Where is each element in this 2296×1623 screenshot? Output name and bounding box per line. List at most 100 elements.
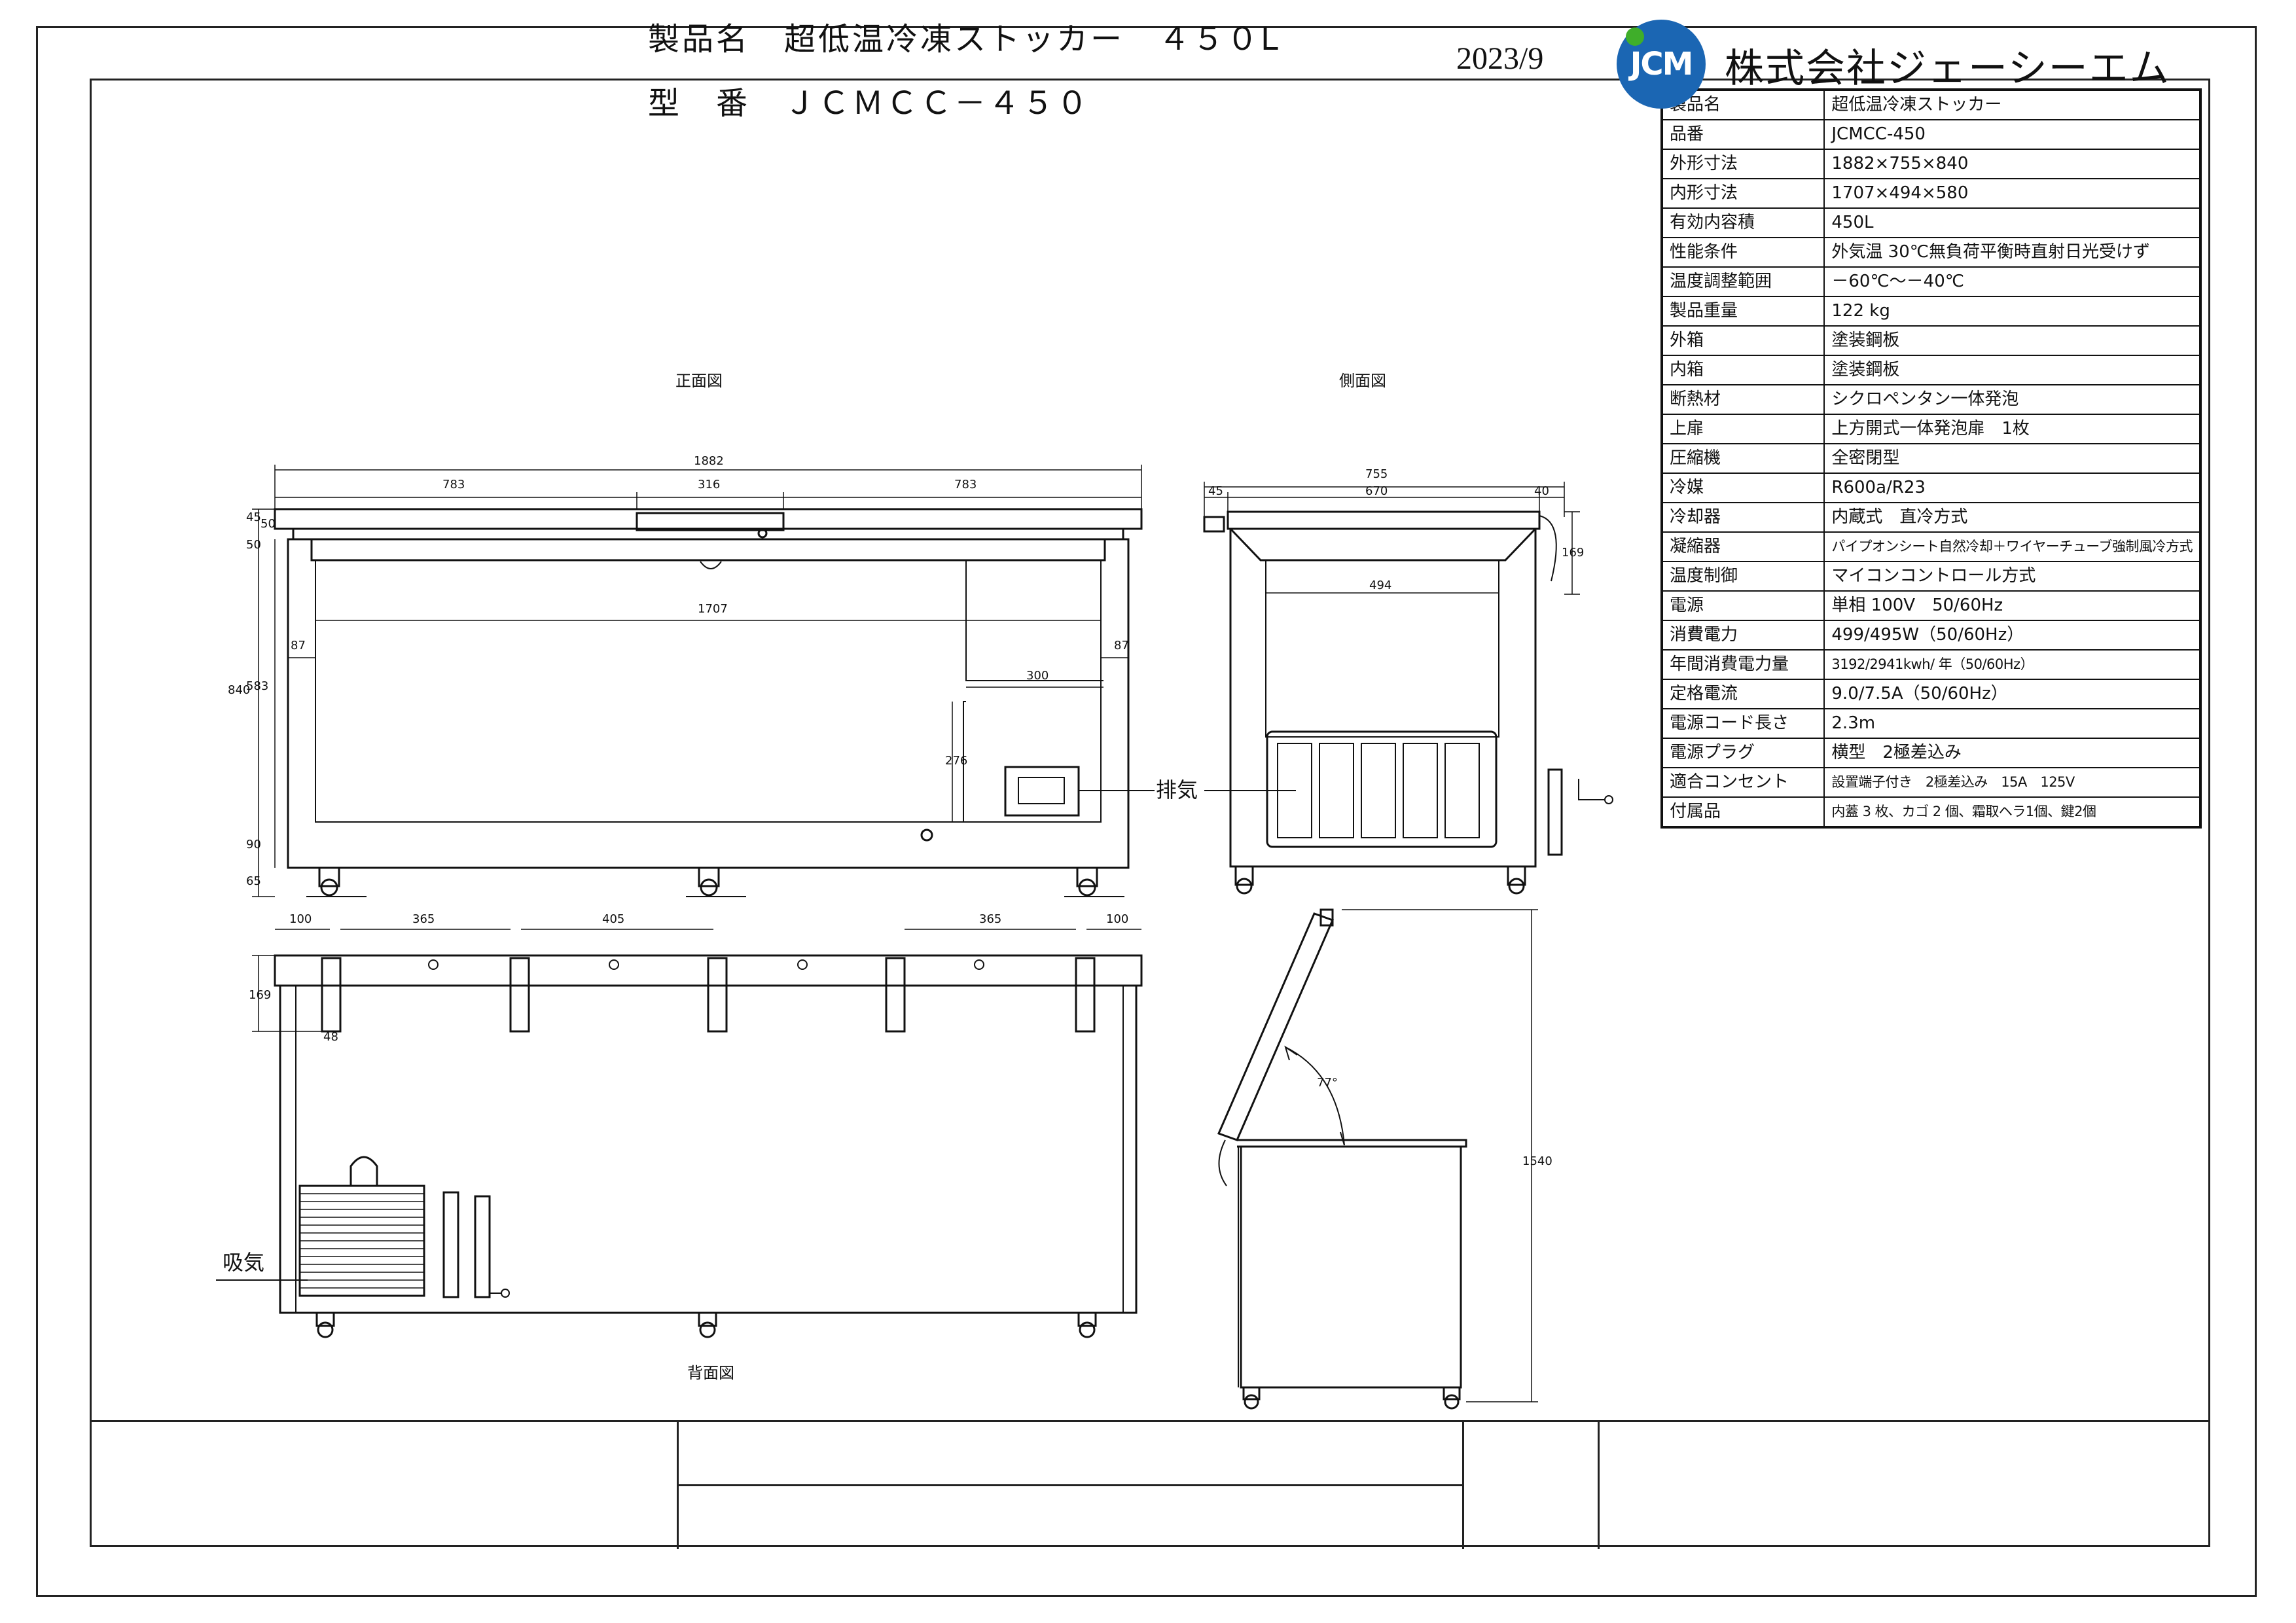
spec-key: 外箱 bbox=[1660, 325, 1825, 356]
dim-side-left: 45 bbox=[1208, 484, 1223, 498]
spec-key: 冷媒 bbox=[1660, 473, 1825, 503]
view-label-back: 背面図 bbox=[687, 1364, 734, 1382]
spec-value: 2.3m bbox=[1823, 708, 2201, 739]
spec-key: 適合コンセント bbox=[1660, 767, 1825, 798]
spec-key: 定格電流 bbox=[1660, 679, 1825, 709]
spec-row: 凝縮器パイプオンシート自然冷却＋ワイヤーチューブ強制風冷方式 bbox=[1660, 531, 2201, 562]
dim-front-left: 783 bbox=[442, 478, 465, 491]
spec-key: 上扉 bbox=[1660, 414, 1825, 444]
spec-key: 有効内容積 bbox=[1660, 207, 1825, 238]
company-logo: JCM bbox=[1617, 20, 1706, 109]
dim-front-top-c: 50 bbox=[260, 517, 276, 531]
title-block bbox=[90, 1420, 2210, 1549]
dim-front-mid: 316 bbox=[698, 478, 720, 491]
dim-side-hinge: 169 bbox=[1562, 546, 1584, 560]
spec-value: 3192/2941kwh/ 年（50/60Hz） bbox=[1823, 649, 2201, 680]
spec-value: JCMCC-450 bbox=[1823, 119, 2201, 150]
dim-back-d: 365 bbox=[979, 912, 1001, 926]
spec-value: 450L bbox=[1823, 207, 2201, 238]
dim-back-b: 365 bbox=[412, 912, 435, 926]
dim-side-mid: 670 bbox=[1365, 484, 1388, 498]
spec-row: 上扉上方開式一体発泡扉 1枚 bbox=[1660, 414, 2201, 444]
dim-front-height: 840 bbox=[228, 683, 250, 697]
spec-key: 電源コード長さ bbox=[1660, 708, 1825, 739]
logo-dot-icon bbox=[1626, 27, 1644, 46]
spec-key: 温度調整範囲 bbox=[1660, 266, 1825, 297]
spec-key: 内形寸法 bbox=[1660, 178, 1825, 209]
spec-key: 凝縮器 bbox=[1660, 531, 1825, 562]
spec-value: 122 kg bbox=[1823, 296, 2201, 327]
spec-value: 塗装鋼板 bbox=[1823, 325, 2201, 356]
front-casters bbox=[306, 866, 1124, 897]
drawing-labels: 正面図 側面図 背面図 排気 吸気 1882 783 316 783 1707 … bbox=[223, 372, 1584, 1382]
title-block-divider bbox=[1462, 1422, 1464, 1549]
dim-back-c: 405 bbox=[602, 912, 624, 926]
back-condenser-fins bbox=[300, 1193, 424, 1289]
spec-row: 外箱塗装鋼板 bbox=[1660, 325, 2201, 356]
dim-front-top-b: 50 bbox=[246, 538, 261, 552]
spec-value: 超低温冷凍ストッカー bbox=[1823, 89, 2201, 120]
spec-row: 適合コンセント設置端子付き 2極差込み 15A 125V bbox=[1660, 767, 2201, 798]
spec-value: －60℃～－40℃ bbox=[1823, 266, 2201, 297]
title-block-divider bbox=[1598, 1422, 1600, 1549]
dim-inner-side-right: 87 bbox=[1114, 639, 1129, 652]
title-date: 2023/9 bbox=[1456, 41, 1544, 76]
spec-key: 品番 bbox=[1660, 119, 1825, 150]
spec-key: 温度制御 bbox=[1660, 561, 1825, 592]
dim-back-hinge: 169 bbox=[249, 988, 271, 1002]
dim-front-bottom-b: 65 bbox=[246, 874, 261, 888]
spec-key: 電源プラグ bbox=[1660, 738, 1825, 768]
spec-row: 付属品内蓋 3 枚、カゴ 2 個、霜取ヘラ1個、鍵2個 bbox=[1660, 796, 2201, 828]
spec-row: 冷却器内蔵式 直冷方式 bbox=[1660, 502, 2201, 533]
drawing-border-inner bbox=[90, 79, 2210, 1547]
spec-value: 1882×755×840 bbox=[1823, 149, 2201, 179]
exhaust-label: 排気 bbox=[1156, 777, 1198, 802]
dim-front-total: 1882 bbox=[694, 454, 724, 468]
spec-row: 内箱塗装鋼板 bbox=[1660, 355, 2201, 385]
spec-value: 499/495W（50/60Hz） bbox=[1823, 620, 2201, 651]
spec-value: シクロペンタン一体発泡 bbox=[1823, 384, 2201, 415]
dim-back-a: 100 bbox=[289, 912, 312, 926]
spec-value: 9.0/7.5A（50/60Hz） bbox=[1823, 679, 2201, 709]
side-view bbox=[1203, 482, 1613, 895]
title-block-divider bbox=[677, 1484, 1462, 1486]
spec-key: 電源 bbox=[1660, 590, 1825, 621]
spec-value: 設置端子付き 2極差込み 15A 125V bbox=[1823, 767, 2201, 798]
open-lid-view bbox=[1217, 908, 1538, 1410]
dim-front-inner-height: 583 bbox=[246, 679, 268, 693]
dim-step-height: 276 bbox=[945, 754, 967, 768]
spec-value: 外気温 30℃無負荷平衡時直射日光受けず bbox=[1823, 237, 2201, 268]
spec-row: 温度制御マイコンコントロール方式 bbox=[1660, 561, 2201, 592]
view-label-front: 正面図 bbox=[675, 372, 723, 390]
spec-row: 温度調整範囲－60℃～－40℃ bbox=[1660, 266, 2201, 297]
title-model-number: 型 番 ＪＣＭＣＣ－４５０ bbox=[648, 85, 1091, 122]
back-view bbox=[216, 929, 1143, 1338]
spec-value: 塗装鋼板 bbox=[1823, 355, 2201, 385]
dim-side-right: 40 bbox=[1534, 484, 1549, 498]
spec-value: マイコンコントロール方式 bbox=[1823, 561, 2201, 592]
spec-value: 1707×494×580 bbox=[1823, 178, 2201, 209]
spec-row: 圧縮機全密閉型 bbox=[1660, 443, 2201, 474]
spec-key: 断熱材 bbox=[1660, 384, 1825, 415]
spec-value: R600a/R23 bbox=[1823, 473, 2201, 503]
spec-value: 内蔵式 直冷方式 bbox=[1823, 502, 2201, 533]
spec-value: 内蓋 3 枚、カゴ 2 個、霜取ヘラ1個、鍵2個 bbox=[1823, 796, 2201, 828]
dim-front-right: 783 bbox=[954, 478, 977, 491]
drawing-border-outer bbox=[36, 26, 2257, 1597]
dim-open-angle: 77° bbox=[1317, 1076, 1338, 1090]
intake-label: 吸気 bbox=[223, 1250, 264, 1275]
dim-step-width: 300 bbox=[1026, 669, 1049, 683]
spec-row: 断熱材シクロペンタン一体発泡 bbox=[1660, 384, 2201, 415]
dim-side-inner: 494 bbox=[1369, 579, 1391, 592]
